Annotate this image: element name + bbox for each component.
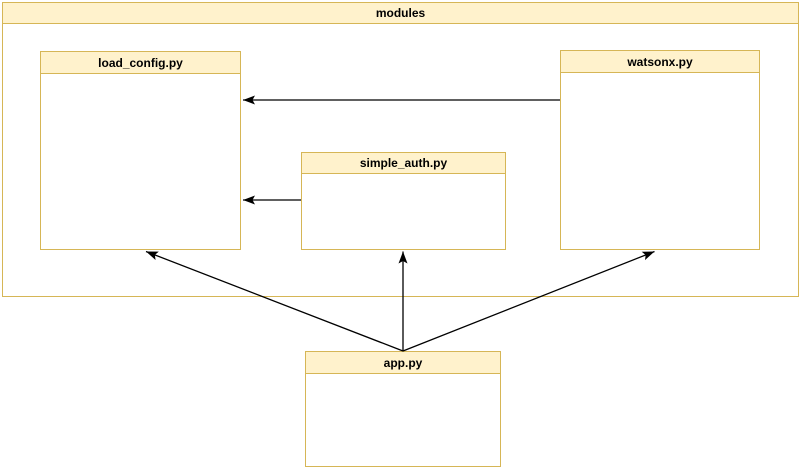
node-watsonx: watsonx.py bbox=[560, 50, 760, 250]
node-watsonx-header: watsonx.py bbox=[561, 51, 759, 73]
node-app-label: app.py bbox=[383, 355, 423, 370]
node-load-config-label: load_config.py bbox=[98, 55, 183, 70]
node-load-config-header: load_config.py bbox=[41, 52, 240, 74]
node-app: app.py bbox=[305, 351, 501, 467]
node-simple-auth-label: simple_auth.py bbox=[359, 156, 448, 170]
node-simple-auth-header: simple_auth.py bbox=[302, 153, 505, 174]
container-modules-header: modules bbox=[3, 3, 798, 24]
container-modules-label: modules bbox=[375, 6, 426, 20]
node-load-config: load_config.py bbox=[40, 51, 241, 250]
node-app-header: app.py bbox=[306, 352, 500, 374]
node-simple-auth: simple_auth.py bbox=[301, 152, 506, 250]
node-watsonx-label: watsonx.py bbox=[627, 54, 693, 69]
